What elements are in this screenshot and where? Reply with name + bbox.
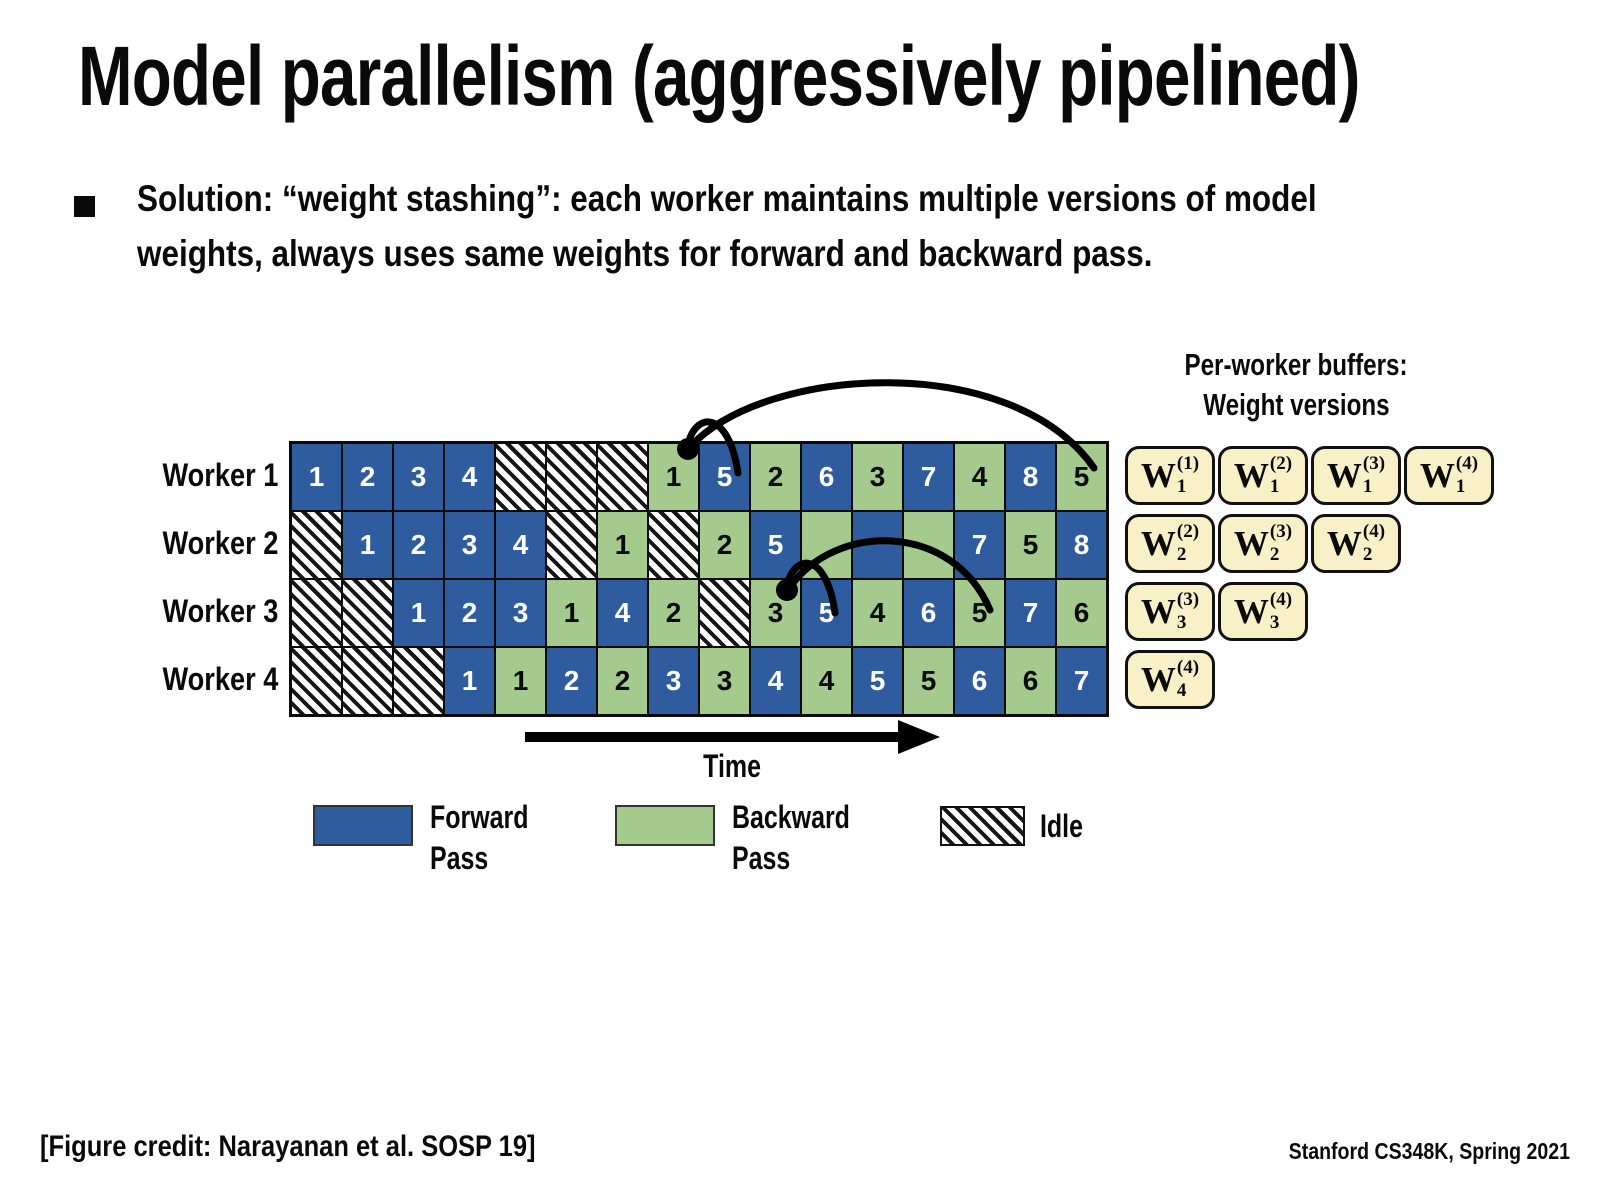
cell-worker2-slot15: 5 <box>1005 511 1056 579</box>
cell-worker1-slot8: 1 <box>648 443 699 511</box>
cell-worker2-slot4: 3 <box>444 511 495 579</box>
cell-worker2-slot2: 1 <box>342 511 393 579</box>
cell-worker1-slot5 <box>495 443 546 511</box>
cell-worker2-slot5: 4 <box>495 511 546 579</box>
weight-buffer-w1-v4: W(4)1 <box>1404 446 1494 505</box>
weight-buffer-w2-v1: W(2)2 <box>1125 514 1215 573</box>
cell-worker1-slot2: 2 <box>342 443 393 511</box>
cell-worker4-slot4: 1 <box>444 647 495 715</box>
cell-worker2-slot11 <box>801 511 852 579</box>
cell-worker3-slot12: 4 <box>852 579 903 647</box>
cell-worker2-slot1 <box>291 511 342 579</box>
cell-worker1-slot12: 3 <box>852 443 903 511</box>
cell-worker3-slot16: 6 <box>1056 579 1107 647</box>
bullet-text-line-1: Solution: “weight stashing”: each worker… <box>137 178 1317 219</box>
bullet-text-line-2: weights, always uses same weights for fo… <box>137 233 1153 274</box>
cell-worker2-slot3: 2 <box>393 511 444 579</box>
cell-worker3-slot4: 2 <box>444 579 495 647</box>
cell-worker4-slot14: 6 <box>954 647 1005 715</box>
cell-worker2-slot13 <box>903 511 954 579</box>
cell-worker1-slot15: 8 <box>1005 443 1056 511</box>
cell-worker1-slot1: 1 <box>291 443 342 511</box>
cell-worker3-slot8: 2 <box>648 579 699 647</box>
cell-worker4-slot9: 3 <box>699 647 750 715</box>
cell-worker2-slot6 <box>546 511 597 579</box>
weight-buffer-w3-v1: W(3)3 <box>1125 582 1215 641</box>
legend-forward-swatch <box>313 805 413 846</box>
legend-forward-label: Forward Pass <box>430 799 529 876</box>
cell-worker3-slot3: 1 <box>393 579 444 647</box>
cell-worker3-slot14: 5 <box>954 579 1005 647</box>
worker-label-4: Worker 4 <box>162 660 278 697</box>
weight-buffer-w1-v1: W(1)1 <box>1125 446 1215 505</box>
figure-credit: [Figure credit: Narayanan et al. SOSP 19… <box>40 1130 536 1163</box>
cell-worker3-slot7: 4 <box>597 579 648 647</box>
weight-buffer-w3-v2: W(4)3 <box>1218 582 1308 641</box>
bullet-marker <box>74 196 95 217</box>
cell-worker3-slot1 <box>291 579 342 647</box>
cell-worker4-slot1 <box>291 647 342 715</box>
cell-worker1-slot13: 7 <box>903 443 954 511</box>
legend-backward-label: Backward Pass <box>732 799 850 876</box>
cell-worker2-slot14: 7 <box>954 511 1005 579</box>
cell-worker4-slot11: 4 <box>801 647 852 715</box>
cell-worker4-slot10: 4 <box>750 647 801 715</box>
cell-worker3-slot5: 3 <box>495 579 546 647</box>
weight-buffer-w2-v3: W(4)2 <box>1311 514 1401 573</box>
cell-worker2-slot9: 2 <box>699 511 750 579</box>
cell-worker2-slot16: 8 <box>1056 511 1107 579</box>
cell-worker4-slot13: 5 <box>903 647 954 715</box>
cell-worker1-slot16: 5 <box>1056 443 1107 511</box>
weight-buffer-w4-v1: W(4)4 <box>1125 650 1215 709</box>
cell-worker3-slot2 <box>342 579 393 647</box>
cell-worker1-slot10: 2 <box>750 443 801 511</box>
cell-worker3-slot13: 6 <box>903 579 954 647</box>
cell-worker1-slot14: 4 <box>954 443 1005 511</box>
cell-worker1-slot7 <box>597 443 648 511</box>
cell-worker1-slot3: 3 <box>393 443 444 511</box>
buffers-panel-header: Per-worker buffers: Weight versions <box>1184 347 1408 422</box>
cell-worker3-slot9 <box>699 579 750 647</box>
cell-worker2-slot7: 1 <box>597 511 648 579</box>
cell-worker4-slot2 <box>342 647 393 715</box>
cell-worker4-slot7: 2 <box>597 647 648 715</box>
cell-worker2-slot8 <box>648 511 699 579</box>
cell-worker3-slot11: 5 <box>801 579 852 647</box>
legend-idle-label: Idle <box>1040 808 1083 844</box>
legend-backward-swatch <box>615 805 715 846</box>
cell-worker4-slot15: 6 <box>1005 647 1056 715</box>
page-title: Model parallelism (aggressively pipeline… <box>78 29 1360 123</box>
cell-worker1-slot6 <box>546 443 597 511</box>
cell-worker4-slot8: 3 <box>648 647 699 715</box>
cell-worker4-slot16: 7 <box>1056 647 1107 715</box>
cell-worker3-slot15: 7 <box>1005 579 1056 647</box>
course-footer: Stanford CS348K, Spring 2021 <box>1288 1138 1570 1164</box>
weight-buffer-w2-v2: W(3)2 <box>1218 514 1308 573</box>
time-axis-label: Time <box>703 748 762 784</box>
worker-label-3: Worker 3 <box>162 592 278 629</box>
cell-worker3-slot10: 3 <box>750 579 801 647</box>
cell-worker1-slot11: 6 <box>801 443 852 511</box>
cell-worker4-slot3 <box>393 647 444 715</box>
cell-worker4-slot6: 2 <box>546 647 597 715</box>
cell-worker4-slot5: 1 <box>495 647 546 715</box>
cell-worker1-slot9: 5 <box>699 443 750 511</box>
cell-worker1-slot4: 4 <box>444 443 495 511</box>
worker-label-1: Worker 1 <box>162 456 278 493</box>
cell-worker2-slot10: 5 <box>750 511 801 579</box>
cell-worker2-slot12 <box>852 511 903 579</box>
weight-buffer-w1-v2: W(2)1 <box>1218 446 1308 505</box>
worker-label-2: Worker 2 <box>162 524 278 561</box>
cell-worker4-slot12: 5 <box>852 647 903 715</box>
weight-buffer-w1-v3: W(3)1 <box>1311 446 1401 505</box>
legend-idle-swatch <box>940 806 1025 846</box>
cell-worker3-slot6: 1 <box>546 579 597 647</box>
